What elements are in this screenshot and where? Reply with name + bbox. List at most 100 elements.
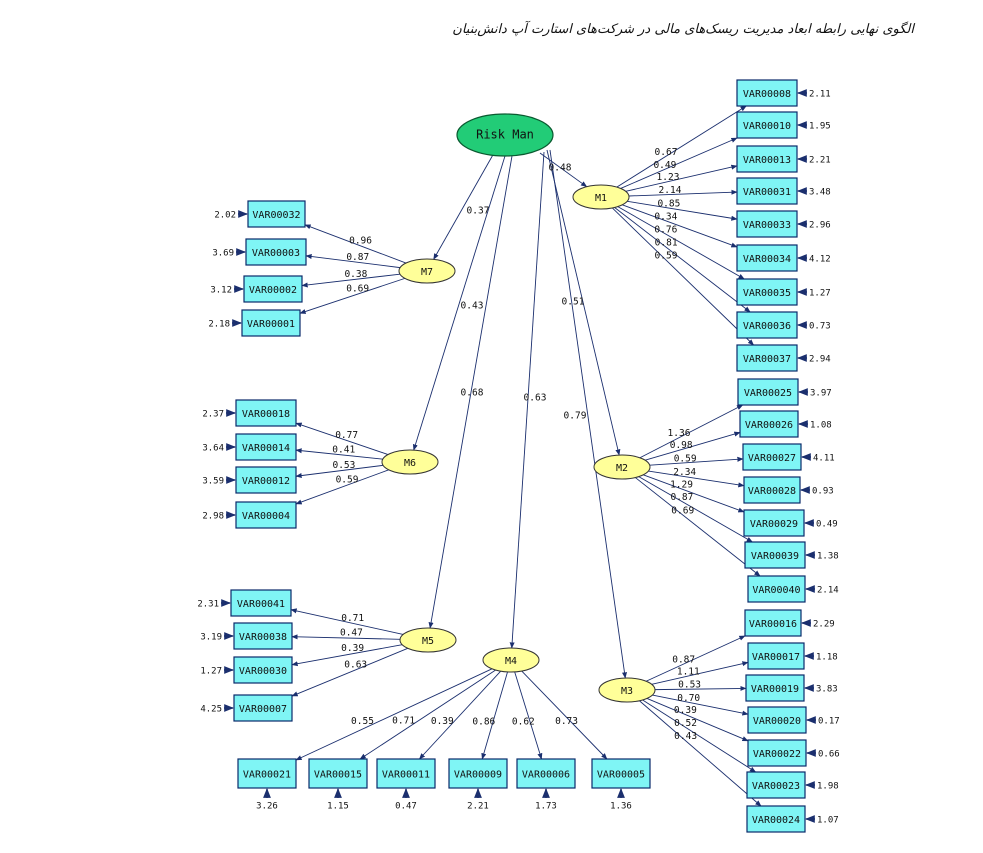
indicator-label: VAR00005 — [597, 770, 645, 781]
loading-path — [628, 189, 738, 197]
loading-path — [418, 670, 502, 760]
loading-value: 2.14 — [659, 185, 682, 196]
loading-value: 0.39 — [431, 716, 454, 727]
loading-value: 0.73 — [555, 716, 578, 727]
indicator-box — [736, 244, 798, 272]
error-variance: 3.19 — [200, 633, 222, 643]
error-variance: 2.31 — [197, 600, 219, 610]
indicator-box — [736, 210, 798, 238]
indicator-box — [233, 622, 293, 650]
indicator-box — [233, 656, 293, 684]
loading-value: 0.70 — [677, 693, 700, 704]
indicator-label: VAR00041 — [237, 599, 285, 610]
loading-path — [652, 694, 749, 716]
latent-m4 — [482, 647, 540, 673]
loading-path — [645, 635, 746, 682]
indicator-label: VAR00008 — [743, 89, 791, 100]
error-variance: 1.08 — [810, 421, 832, 431]
indicator-label: VAR00009 — [454, 770, 502, 781]
error-variance: 2.37 — [202, 410, 224, 420]
structural-path-m1 — [539, 152, 588, 188]
indicator-box — [745, 674, 805, 702]
structural-path-m5 — [428, 155, 513, 629]
indicator-label: VAR00026 — [745, 420, 793, 431]
error-variance: 1.27 — [200, 667, 222, 677]
loading-value: 0.71 — [392, 716, 415, 727]
indicator-label: VAR00038 — [239, 632, 287, 643]
loading-value: 0.67 — [655, 147, 678, 158]
indicator-box — [308, 758, 368, 789]
indicator-label: VAR00010 — [743, 121, 791, 132]
loading-value: 0.76 — [654, 225, 677, 236]
indicator-label: VAR00037 — [743, 354, 791, 365]
indicator-label: VAR00033 — [743, 220, 791, 231]
indicator-box — [516, 758, 576, 789]
loading-value: 1.23 — [657, 172, 680, 183]
loading-value: 0.71 — [341, 613, 364, 624]
indicator-box — [736, 111, 798, 139]
loading-path — [643, 474, 745, 513]
loading-value: 0.59 — [655, 251, 678, 262]
indicator-label: VAR00004 — [242, 511, 290, 522]
risk-management-label: Risk Man — [476, 128, 534, 142]
indicator-box — [591, 758, 651, 789]
structural-path-m6 — [412, 155, 506, 451]
risk-management-latent — [456, 113, 554, 157]
loading-path — [305, 253, 401, 269]
loading-path — [649, 456, 744, 466]
latent-label-m3: M3 — [621, 686, 633, 697]
indicator-box — [743, 476, 801, 504]
indicator-box — [247, 200, 306, 228]
loading-value: 0.87 — [672, 654, 695, 665]
loading-value: 0.39 — [341, 643, 364, 654]
loading-path — [521, 670, 608, 760]
error-variance: 2.18 — [208, 320, 230, 330]
loading-value: 0.38 — [344, 269, 367, 280]
loading-path — [290, 608, 404, 635]
loading-value: 0.41 — [332, 445, 355, 456]
loading-value: 0.87 — [346, 252, 369, 263]
loading-path — [638, 476, 753, 543]
loading-path — [359, 669, 496, 760]
indicator-box — [376, 758, 436, 789]
error-variance: 2.02 — [214, 211, 236, 221]
loading-path — [635, 477, 761, 577]
loading-path — [291, 647, 408, 697]
error-variance: 0.49 — [816, 520, 838, 530]
loading-path — [646, 697, 749, 742]
loading-path — [295, 469, 389, 505]
indicator-box — [747, 739, 807, 767]
loading-path — [291, 634, 401, 640]
indicator-box — [747, 706, 807, 734]
error-variance: 1.15 — [327, 802, 349, 812]
loading-path — [291, 644, 403, 667]
latent-m1 — [572, 184, 630, 210]
loading-value: 0.86 — [472, 716, 495, 727]
loading-value: 1.36 — [668, 428, 691, 439]
loading-value: 0.63 — [344, 659, 367, 670]
indicator-box — [746, 771, 806, 799]
error-variance: 0.17 — [818, 717, 840, 727]
indicator-label: VAR00035 — [743, 288, 791, 299]
indicator-box — [235, 466, 297, 494]
latent-m6 — [381, 449, 439, 475]
loading-value: 0.43 — [674, 731, 697, 742]
error-variance: 0.47 — [395, 802, 417, 812]
error-variance: 2.94 — [809, 355, 831, 365]
indicator-box — [744, 541, 806, 569]
indicator-label: VAR00020 — [753, 716, 801, 727]
latent-m7 — [398, 258, 456, 284]
indicator-label: VAR00016 — [749, 619, 797, 630]
indicator-label: VAR00031 — [743, 187, 791, 198]
error-variance: 3.59 — [202, 477, 224, 487]
indicator-box — [230, 589, 292, 617]
indicator-box — [736, 145, 798, 173]
loading-path — [295, 422, 389, 455]
loading-path — [299, 277, 406, 314]
loading-value: 0.98 — [670, 440, 693, 451]
indicator-box — [736, 278, 798, 306]
indicator-label: VAR00018 — [242, 409, 290, 420]
indicator-label: VAR00003 — [252, 248, 300, 259]
loading-value: 0.81 — [655, 238, 678, 249]
